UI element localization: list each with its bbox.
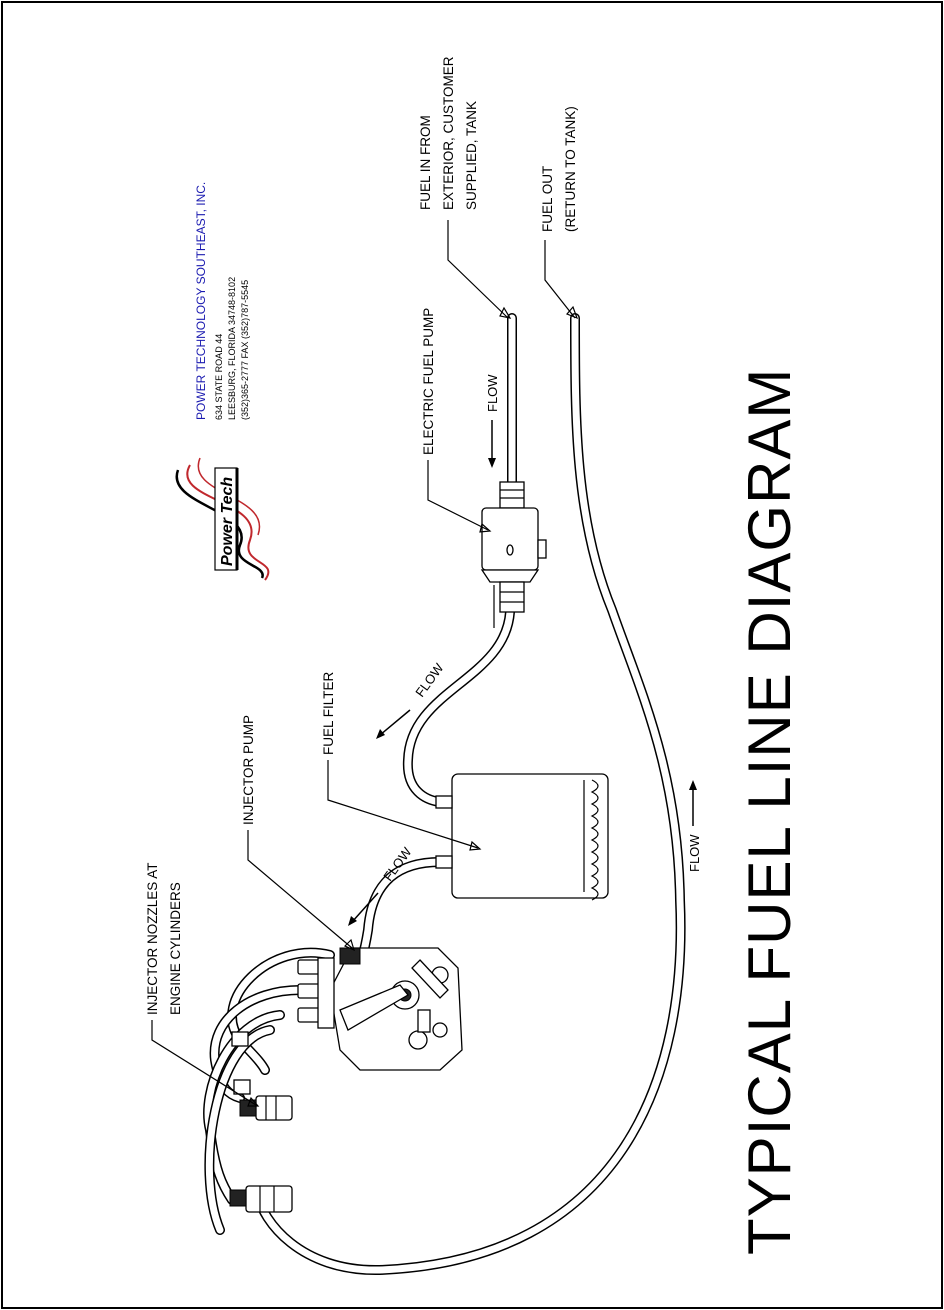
electric-fuel-pump-label: ELECTRIC FUEL PUMP <box>421 308 436 455</box>
company-logo: Power Tech <box>175 457 270 581</box>
fuel-filter <box>435 773 609 901</box>
fuel-filter-label: FUEL FILTER <box>321 671 336 755</box>
fuel-out-label-line-1: FUEL OUT <box>540 166 555 232</box>
leader-lines <box>151 220 579 1107</box>
injector-nozzles <box>229 1031 293 1213</box>
fuel-in-label-line-2: EXTERIOR, CUSTOMER <box>441 56 456 210</box>
company-address-line-1: 634 STATE ROAD 44 <box>214 334 224 420</box>
logo-text: Power Tech <box>219 477 236 566</box>
flow-label-return: FLOW <box>687 834 702 872</box>
company-address-line-2: LEESBURG, FLORIDA 34748-8102 <box>227 277 237 420</box>
company-name: POWER TECHNOLOGY SOUTHEAST, INC. <box>194 182 208 420</box>
injector-pump <box>297 947 463 1071</box>
injector-pump-label: INJECTOR PUMP <box>241 715 256 825</box>
company-address-line-3: (352)365-2777 FAX (352)787-5545 <box>240 280 250 420</box>
fuel-lines <box>203 313 686 1276</box>
injector-nozzles-label-line-1: INJECTOR NOZZLES AT <box>145 862 160 1015</box>
flow-arrows <box>348 420 697 926</box>
electric-fuel-pump <box>480 481 547 628</box>
diagram-title: TYPICAL FUEL LINE DIAGRAM <box>736 368 803 1255</box>
fuel-out-label-line-2: (RETURN TO TANK) <box>563 106 578 232</box>
flow-label-pump: FLOW <box>485 374 500 412</box>
injector-nozzles-label-line-2: ENGINE CYLINDERS <box>168 882 183 1015</box>
company-info: POWER TECHNOLOGY SOUTHEAST, INC. 634 STA… <box>194 182 250 420</box>
fuel-in-label-line-1: FUEL IN FROM <box>418 115 433 210</box>
fuel-in-label-line-3: SUPPLIED, TANK <box>464 101 479 210</box>
